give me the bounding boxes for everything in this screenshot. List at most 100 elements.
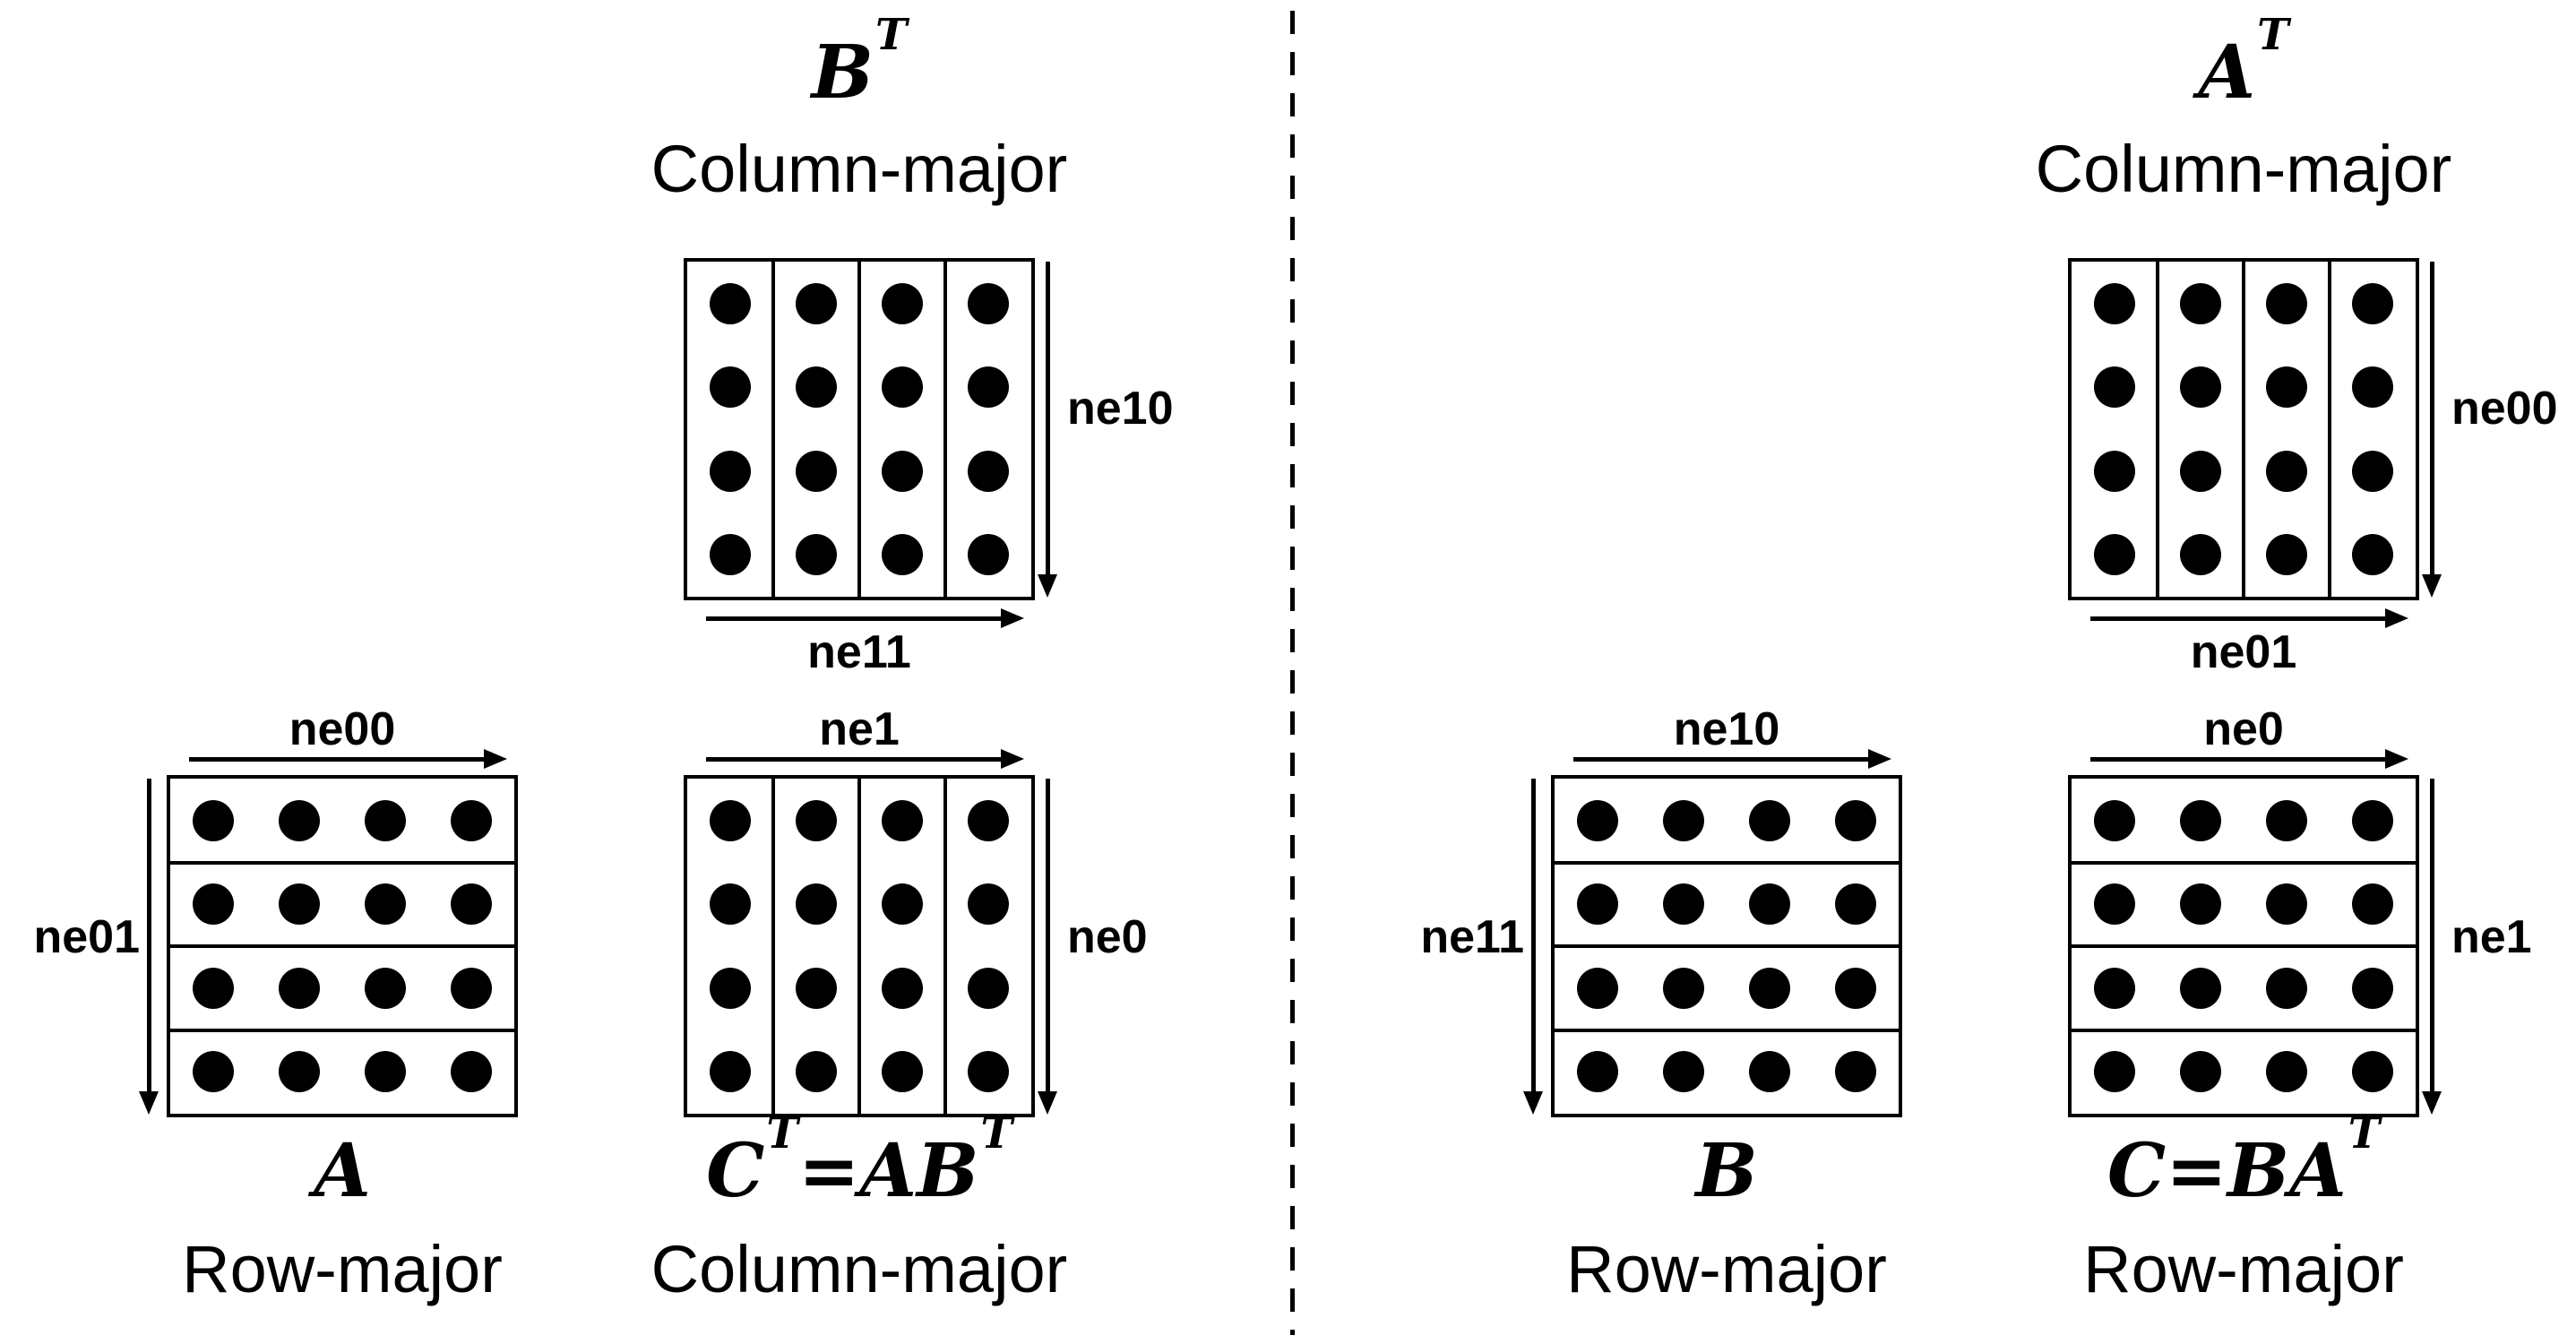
dim-label-ne01: ne01 xyxy=(33,911,140,963)
matrix-dot xyxy=(193,967,234,1009)
storage-order-label-b: Row-major xyxy=(1566,1232,1887,1306)
matrix-dot xyxy=(2352,450,2393,492)
matrix-dot xyxy=(451,967,492,1009)
matrix-dot xyxy=(1577,799,1618,841)
matrix-dot xyxy=(882,366,923,409)
formula-text: C xyxy=(706,1128,765,1214)
matrix-dot xyxy=(2352,282,2393,324)
dim-label-ne00-right: ne00 xyxy=(2451,383,2558,435)
panel-c-transpose: ne1 ne0 CT=ABT Column-major xyxy=(651,706,1239,1333)
matrix-dot xyxy=(451,799,492,841)
matrix-c xyxy=(2068,775,2419,1117)
matrix-dot xyxy=(2352,534,2393,576)
arrow-right-icon xyxy=(706,608,1024,628)
dim-label-ne11-right: ne11 xyxy=(1420,911,1524,963)
matrix-dot xyxy=(882,883,923,926)
matrix-dot xyxy=(2094,534,2135,576)
column-separator xyxy=(2328,262,2331,597)
matrix-dot xyxy=(2352,799,2393,841)
column-separator xyxy=(943,779,947,1114)
formula-c: C=BAT xyxy=(1975,1112,2512,1208)
formula-text: A xyxy=(314,1128,371,1214)
matrix-dot xyxy=(710,450,751,492)
matrix-dot xyxy=(882,282,923,324)
matrix-dot xyxy=(968,282,1009,324)
matrix-dot xyxy=(279,799,320,841)
matrix-dot xyxy=(796,799,837,841)
dim-label-ne1: ne1 xyxy=(819,703,900,755)
matrix-dot xyxy=(796,450,837,492)
formula-text: =BA xyxy=(2166,1128,2347,1214)
formula-a-transpose: AT xyxy=(1975,13,2512,109)
matrix-dot xyxy=(2094,967,2135,1009)
row-separator xyxy=(1555,860,1899,865)
matrix-dot xyxy=(2352,366,2393,409)
matrix-dot xyxy=(1663,1051,1704,1093)
matrix-dot xyxy=(2180,282,2221,324)
dim-label-ne01-right: ne01 xyxy=(2190,626,2297,678)
matrix-dot xyxy=(968,366,1009,409)
column-separator xyxy=(771,262,775,597)
matrix-dot xyxy=(1663,799,1704,841)
matrix-dot xyxy=(710,967,751,1009)
matrix-dot xyxy=(365,967,406,1009)
row-separator xyxy=(2072,860,2416,865)
matrix-dot xyxy=(796,883,837,926)
arrow-right-icon xyxy=(2090,749,2408,769)
matrix-dot xyxy=(710,883,751,926)
matrix-dot xyxy=(710,799,751,841)
storage-order-label-bt: Column-major xyxy=(650,132,1068,206)
matrix-dot xyxy=(2266,967,2307,1009)
matrix-dot xyxy=(2266,1051,2307,1093)
formula-b: B xyxy=(1458,1134,1995,1208)
dim-label-ne10-right: ne10 xyxy=(1673,703,1780,755)
dim-label-ne11: ne11 xyxy=(807,626,911,678)
matrix-dot xyxy=(193,883,234,926)
row-separator xyxy=(2072,944,2416,948)
matrix-dot xyxy=(1835,1051,1876,1093)
matrix-a xyxy=(167,775,518,1117)
matrix-dot xyxy=(1663,967,1704,1009)
matrix-dot xyxy=(882,799,923,841)
matrix-dot xyxy=(968,799,1009,841)
matrix-dot xyxy=(193,1051,234,1093)
arrow-right-icon xyxy=(706,749,1024,769)
matrix-dot xyxy=(365,883,406,926)
formula-text: A xyxy=(2198,30,2256,116)
storage-order-label-c: Row-major xyxy=(2083,1232,2404,1306)
matrix-dot xyxy=(796,534,837,576)
matrix-dot xyxy=(968,967,1009,1009)
superscript: T xyxy=(2348,1107,2381,1159)
storage-order-label-a: Row-major xyxy=(182,1232,503,1306)
matrix-dot xyxy=(796,282,837,324)
dashed-divider xyxy=(1290,11,1295,1335)
panel-a: ne00 ne01 A Row-major xyxy=(23,706,561,1333)
arrow-right-icon xyxy=(189,749,507,769)
column-separator xyxy=(2156,262,2159,597)
storage-order-label-at: Column-major xyxy=(2035,132,2452,206)
matrix-dot xyxy=(796,366,837,409)
matrix-dot xyxy=(2180,534,2221,576)
panel-b: ne10 ne11 B Row-major xyxy=(1408,706,1945,1333)
matrix-dot xyxy=(2180,366,2221,409)
superscript: T xyxy=(874,9,908,60)
matrix-b-transpose xyxy=(684,258,1035,600)
formula-text: B xyxy=(811,30,874,116)
matrix-dot xyxy=(1577,883,1618,926)
dim-label-ne0-right: ne0 xyxy=(2203,703,2284,755)
column-separator xyxy=(771,779,775,1114)
dim-label-ne10: ne10 xyxy=(1067,383,1174,435)
matrix-dot xyxy=(2094,1051,2135,1093)
panel-c: ne0 ne1 C=BAT Row-major xyxy=(2068,706,2576,1333)
formula-a: A xyxy=(73,1134,611,1208)
arrow-down-icon xyxy=(139,779,159,1115)
matrix-dot xyxy=(1749,799,1790,841)
matrix-dot xyxy=(2094,450,2135,492)
matrix-dot xyxy=(2180,799,2221,841)
matrix-dot xyxy=(2094,366,2135,409)
matrix-dot xyxy=(1749,1051,1790,1093)
matrix-dot xyxy=(2266,799,2307,841)
matrix-dot xyxy=(451,1051,492,1093)
matrix-dot xyxy=(1577,967,1618,1009)
